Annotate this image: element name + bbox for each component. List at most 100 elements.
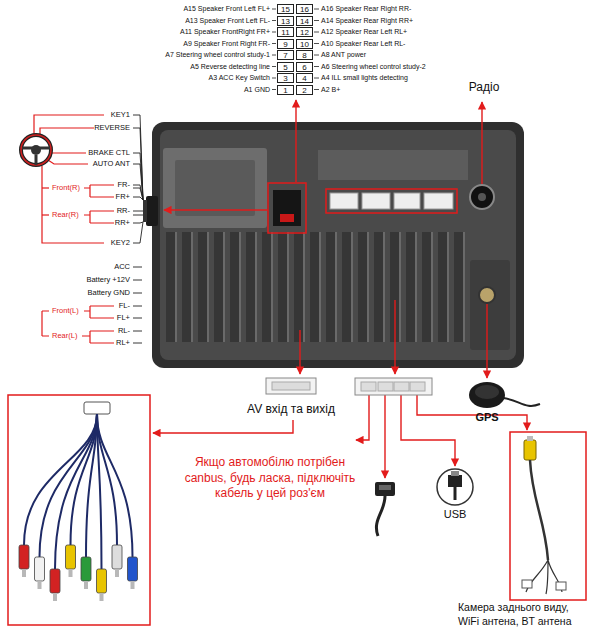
pin-cell: 13 [277,16,294,26]
pin-label: A16 Speaker Rear Right RR- [321,4,411,14]
red-arrow [401,395,455,466]
harness-wire [133,153,143,200]
pin-leader [272,89,276,90]
av-cable [40,414,98,557]
pin-leader [314,78,319,79]
port-connector [378,382,393,391]
speaker-group-label: Front(R) [52,183,80,193]
pin-leader [272,55,276,56]
wire-label: AUTO ANT [93,159,130,169]
wire-label: RL+ [116,338,130,348]
rca-plug [22,569,26,577]
red-arrow [153,420,293,433]
pin-label: A5 Reverse detecting line [190,62,270,72]
pin-label: A13 Speaker Front Left FL- [185,16,270,26]
pin-label: A9 Speaker Front Right FR- [183,39,270,49]
wire-label: BRAKE CTL [88,148,130,158]
harness-line [82,331,114,343]
pin-label: A8 ANT power [321,50,366,60]
wire-label: FL- [119,301,130,311]
harness-line [84,211,114,223]
pin-leader [272,9,276,10]
pin-label: A14 Speaker Rear Right RR+ [321,16,413,26]
port-connector [355,378,432,395]
red-arrow [356,395,369,440]
pin-number: 16 [300,5,309,14]
pin-label: A2 B+ [321,85,340,95]
harness-line [84,185,114,197]
pin-cell: 1 [277,85,294,95]
head-unit [175,160,255,216]
pin-label: A7 Steering wheel control study-1 [165,50,270,60]
harness-wire [133,280,142,281]
pin-cell: 8 [296,50,313,60]
speaker-group-label: Rear(R) [52,210,79,220]
pin-cell: 11 [277,27,294,37]
port-label: AV вхід та вихід [247,404,335,414]
usb-plug [448,475,462,487]
pin-leader [272,78,276,79]
wire-label: FL+ [117,313,130,323]
rca-plug [53,593,57,601]
pin-label: A12 Speaker Rear Left RL+ [321,27,407,37]
harness-wire [133,128,143,200]
av-connector [266,378,316,394]
usb-plug [454,487,457,500]
harness-wire [133,222,143,243]
port-label: Камера заднього виду, WiFi антена, BT ан… [458,601,586,628]
rca-plug [50,569,60,593]
pin-cell: 2 [296,85,313,95]
harness-line [34,115,104,135]
port-label: GPS [475,412,498,422]
harness-line [40,128,94,135]
head-unit [330,193,358,209]
wire-label: KEY2 [111,238,130,248]
rca-plug [35,557,45,581]
rca-plug [19,545,29,569]
harness-plug [143,196,158,226]
harness-wire [133,211,143,212]
canbus-plug [375,482,395,536]
pin-number: 4 [302,74,306,83]
pin-number: 6 [302,63,306,72]
head-unit [152,122,524,368]
pin-leader [314,9,319,10]
head-unit [280,214,294,222]
harness-wire [133,267,142,268]
pin-number: 8 [302,51,306,60]
pin-cell: 12 [296,27,313,37]
wire-label: RR+ [115,218,130,228]
harness-line [84,306,114,318]
head-unit [160,130,516,360]
pin-number: 11 [281,28,289,37]
pin-cell: 9 [277,39,294,49]
pin-number: 14 [300,17,309,26]
av-cable-frame [8,395,150,625]
port-connector [355,378,432,395]
head-unit [268,183,306,233]
pin-number: 13 [281,17,290,26]
pin-label: A1 GND [244,85,270,95]
pin-label: A15 Speaker Front Left FL+ [183,4,270,14]
red-arrow [481,102,482,184]
av-cable [55,414,97,569]
gps-antenna [469,382,505,408]
pin-label: A10 Speaker Rear Left RL- [321,39,405,49]
rca-plug [112,545,122,569]
rca-plug [115,569,119,577]
port-connector [410,382,425,391]
harness-line [51,152,86,153]
pin-number: 10 [300,40,309,49]
pin-leader [314,89,319,90]
pin-number: 3 [283,74,287,83]
camera-cable-frame [510,432,586,600]
canbus-plug [376,496,385,536]
pin-label: A4 ILL small lights detecting [321,73,408,83]
red-arrow [486,304,487,378]
harness-plug [143,200,147,222]
usb-plug [437,469,473,505]
rca-plug [131,581,135,589]
red-arrow [164,209,268,210]
av-cable [71,414,98,545]
